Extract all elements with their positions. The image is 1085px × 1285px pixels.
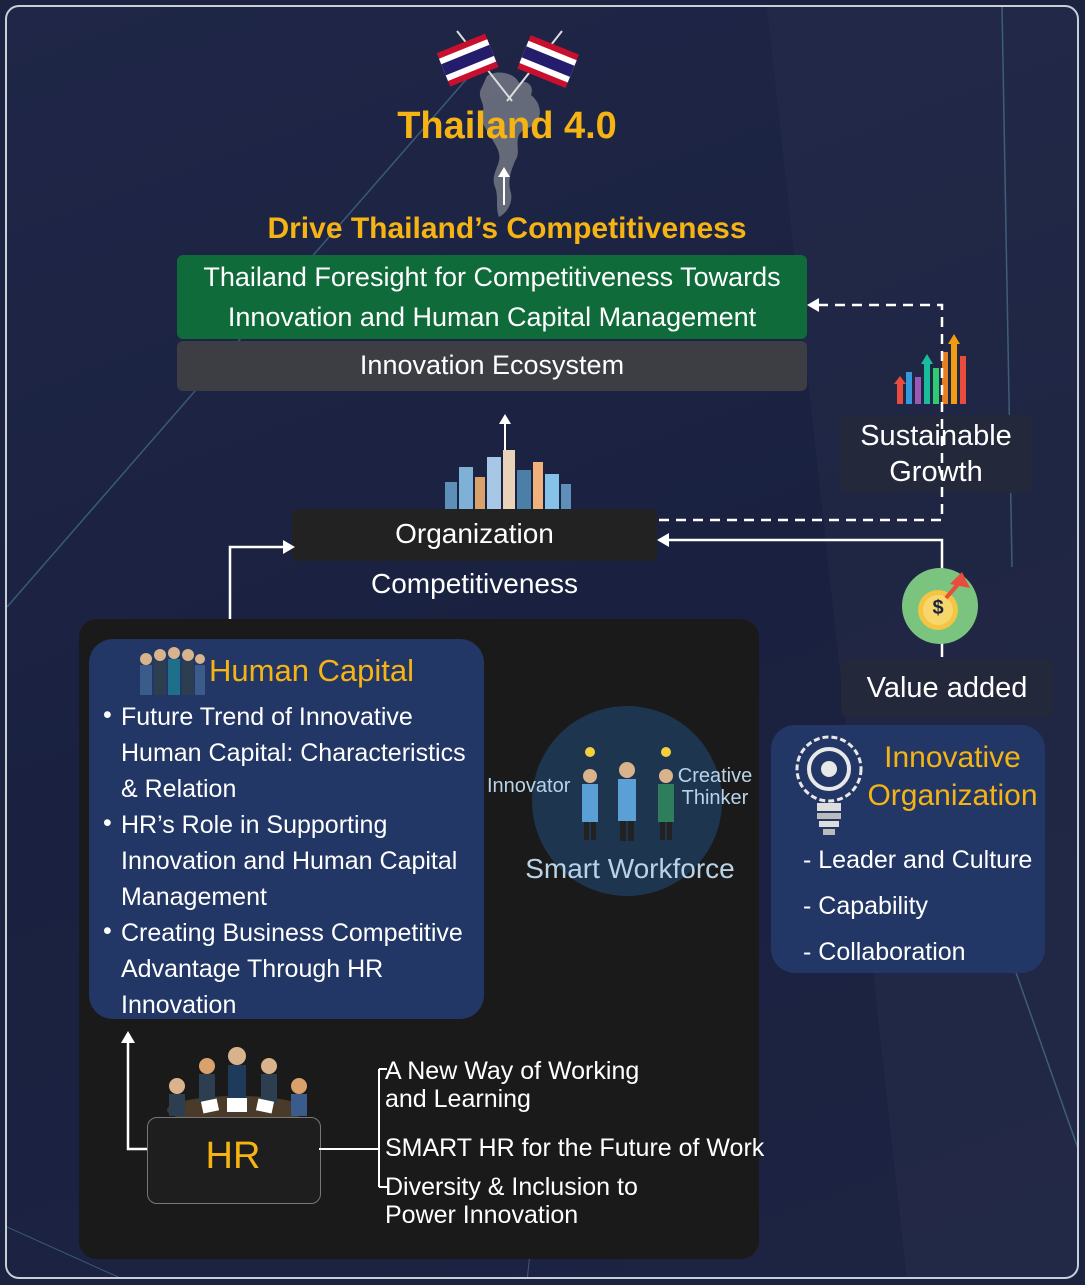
creative-thinker-label: Creative Thinker [675, 765, 755, 809]
sustainable-growth-box: Sustainable Growth [840, 415, 1032, 493]
human-capital-item: HR’s Role in Supporting Innovation and H… [89, 805, 479, 915]
thai-flag-right-icon [517, 35, 579, 89]
hr-branch-3-line-1: Diversity & Inclusion to [385, 1173, 638, 1201]
main-title: Thailand 4.0 [397, 105, 617, 147]
innovative-org-list: - Leader and Culture - Capability - Coll… [803, 837, 1032, 975]
diagram-frame: Thailand 4.0 Drive Thailand’s Competitiv… [5, 5, 1079, 1279]
subtitle: Drive Thailand’s Competitiveness [267, 212, 747, 245]
smart-workforce-label: Smart Workforce [525, 853, 735, 884]
hr-branch-1: A New Way of Working and Learning [385, 1057, 639, 1113]
meeting-icon [167, 1047, 307, 1122]
hr-connectors [121, 1031, 387, 1188]
creative-line-2: Thinker [681, 787, 749, 809]
innovation-ecosystem-box: Innovation Ecosystem [177, 341, 807, 391]
foresight-line-1: Thailand Foresight for Competitiveness T… [203, 262, 781, 292]
sustainable-line-2: Growth [889, 456, 983, 488]
human-capital-title: Human Capital [209, 653, 415, 688]
innovative-org-item: - Capability [803, 892, 929, 920]
innovative-org-title-2: Organization [867, 779, 1038, 812]
hr-branch-3: Diversity & Inclusion to Power Innovatio… [385, 1173, 638, 1229]
human-capital-box: Human Capital Future Trend of Innovative… [89, 639, 484, 1019]
hr-box [147, 1117, 321, 1204]
smart-workforce-circle [532, 706, 722, 896]
thailand-map-icon [436, 30, 579, 217]
human-capital-item: Future Trend of Innovative Human Capital… [89, 697, 479, 807]
arrow-up-icon [498, 167, 510, 205]
organization-competitiveness-box: Organization Competitiveness [292, 509, 657, 599]
foresight-line-2: Innovation and Human Capital Management [227, 302, 757, 332]
thai-flag-left-icon [436, 33, 499, 87]
hr-branch-3-line-2: Power Innovation [385, 1201, 579, 1229]
hr-label: HR [205, 1135, 261, 1177]
innovative-org-item: - Collaboration [803, 938, 966, 966]
hr-branch-2: SMART HR for the Future of Work [385, 1134, 765, 1162]
innovative-org-item: - Leader and Culture [803, 846, 1033, 874]
innovative-organization-box: Innovative Organization - Leader and Cul… [771, 725, 1045, 973]
innovative-org-title: Innovative Organization [865, 739, 1040, 815]
human-capital-item: Creating Business Competitive Advantage … [89, 913, 479, 1023]
foresight-box: Thailand Foresight for Competitiveness T… [177, 255, 807, 339]
people-group-icon [140, 647, 205, 695]
dollar-symbol: $ [932, 597, 944, 619]
human-capital-list: Future Trend of Innovative Human Capital… [89, 697, 479, 1023]
hr-branch-1-line-2: and Learning [385, 1085, 531, 1113]
innovator-label: Innovator [487, 775, 571, 797]
growth-chart-icon [894, 334, 966, 404]
sustainable-line-1: Sustainable [860, 420, 1012, 452]
hr-branch-1-line-1: A New Way of Working [385, 1057, 640, 1085]
creative-line-1: Creative [677, 765, 753, 787]
innovative-org-title-1: Innovative [884, 741, 1021, 774]
money-growth-icon [902, 568, 978, 644]
value-added-box: Value added [841, 659, 1053, 717]
gear-lightbulb-icon [795, 735, 863, 835]
